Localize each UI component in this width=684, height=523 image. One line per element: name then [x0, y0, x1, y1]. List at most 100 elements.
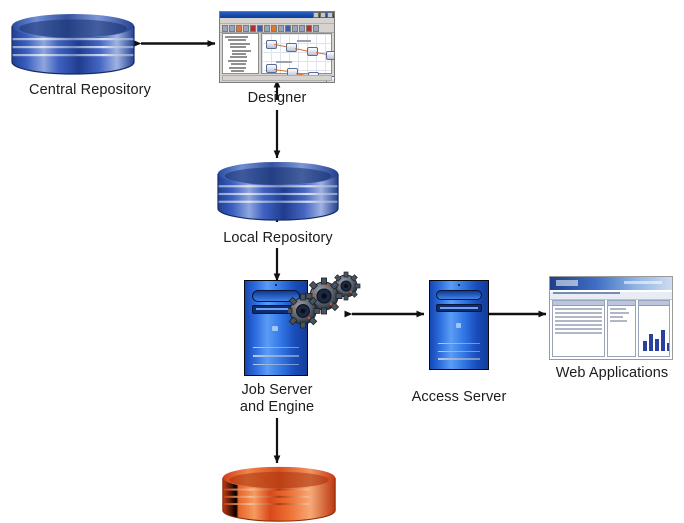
dataflow-node	[307, 47, 319, 56]
banner-text	[624, 281, 662, 284]
toolbar-icon	[257, 24, 263, 32]
chart-panel[interactable]	[637, 300, 670, 357]
label-central-repository: Central Repository	[29, 82, 151, 98]
designer-statusbar	[222, 75, 332, 81]
floppy-drive-bay	[436, 303, 482, 312]
panel-header	[607, 301, 635, 306]
status-led	[457, 283, 460, 286]
label-designer: Designer	[247, 90, 307, 106]
node-local-repository[interactable]	[216, 160, 340, 222]
table-row	[555, 308, 602, 310]
web-app-navbar[interactable]	[550, 292, 672, 300]
toolbar-icon	[236, 24, 242, 32]
label-local-repository: Local Repository	[223, 230, 333, 246]
data-table-panel[interactable]	[552, 300, 605, 357]
chart-bar	[666, 343, 669, 351]
vent-line	[253, 355, 299, 357]
toolbar-icon	[299, 24, 305, 32]
nav-item	[553, 292, 621, 294]
designer-toolbar	[220, 24, 334, 33]
toolbar-icon	[292, 24, 298, 32]
toolbar-icon	[222, 24, 228, 32]
table-row	[555, 312, 602, 314]
toolbar-icon	[250, 24, 256, 32]
dataflow-node	[286, 43, 298, 52]
node-central-repository[interactable]	[10, 12, 136, 76]
toolbar-icon	[278, 24, 284, 32]
tree-item	[232, 52, 247, 55]
maximize-icon	[320, 12, 326, 18]
table-row	[555, 320, 602, 322]
close-icon	[327, 12, 333, 18]
toolbar-icon	[229, 24, 235, 32]
node-designer[interactable]	[219, 11, 335, 83]
vent-line	[437, 358, 481, 361]
tree-item	[230, 56, 247, 59]
power-button-icon	[455, 323, 462, 328]
label-job-server-and-engine: Job Server and Engine	[239, 382, 315, 416]
node-job-server-and-engine[interactable]	[244, 280, 308, 376]
tree-item	[231, 63, 246, 66]
label-access-server: Access Server	[411, 389, 507, 405]
chart-bar	[660, 330, 665, 351]
chart-bar	[648, 334, 653, 351]
table-row	[555, 332, 602, 334]
tree-item	[228, 39, 246, 42]
logo	[556, 280, 578, 286]
database-cylinder-icon	[11, 14, 135, 75]
dataflow-node	[266, 64, 278, 73]
power-button-icon	[272, 326, 279, 331]
toolbar-icon	[271, 24, 277, 32]
web-app-banner	[550, 277, 672, 290]
web-app-content	[552, 300, 670, 357]
tree-item	[232, 49, 251, 52]
dataflow-caption	[276, 61, 293, 63]
detail-row	[609, 308, 626, 310]
vent-line	[437, 350, 481, 353]
designer-titlebar	[220, 12, 334, 18]
vent-line	[437, 342, 481, 345]
dataflow-link	[295, 48, 309, 53]
toolbar-icon	[285, 24, 291, 32]
tree-item	[225, 36, 248, 38]
table-row	[555, 328, 602, 330]
vent-line	[253, 363, 299, 366]
vent-line	[253, 346, 299, 349]
database-cylinder-icon	[217, 161, 339, 221]
tree-item	[230, 46, 246, 49]
toolbar-icon	[264, 24, 270, 32]
tree-item	[231, 69, 244, 72]
label-web-applications: Web Applications	[555, 365, 669, 381]
toolbar-icon	[243, 24, 249, 32]
toolbar-icon	[313, 24, 319, 32]
table-row	[555, 316, 602, 318]
table-row	[555, 324, 602, 326]
designer-dataflow-canvas[interactable]	[261, 33, 334, 82]
detail-panel[interactable]	[606, 300, 636, 357]
node-access-server[interactable]	[429, 280, 489, 370]
detail-row	[609, 320, 628, 322]
minimize-icon	[313, 12, 319, 18]
toolbar-icon	[306, 24, 312, 32]
optical-drive-bay	[436, 289, 482, 301]
database-cylinder-icon	[222, 466, 336, 522]
node-target-datastore[interactable]	[221, 465, 337, 523]
tree-item	[228, 59, 248, 62]
dataflow-caption	[297, 40, 312, 42]
detail-row	[609, 316, 624, 318]
chart-bar	[654, 339, 659, 351]
node-web-applications[interactable]	[549, 276, 673, 360]
designer-menubar	[220, 18, 334, 24]
chart-bar	[642, 341, 647, 351]
detail-row	[609, 312, 629, 314]
tree-item	[229, 66, 247, 69]
dataflow-node	[326, 51, 334, 60]
designer-object-tree[interactable]	[222, 33, 260, 74]
panel-header	[553, 301, 604, 306]
designer-panes	[222, 33, 334, 82]
panel-header	[638, 301, 669, 306]
status-led	[274, 283, 277, 286]
gears-icon	[285, 270, 364, 336]
